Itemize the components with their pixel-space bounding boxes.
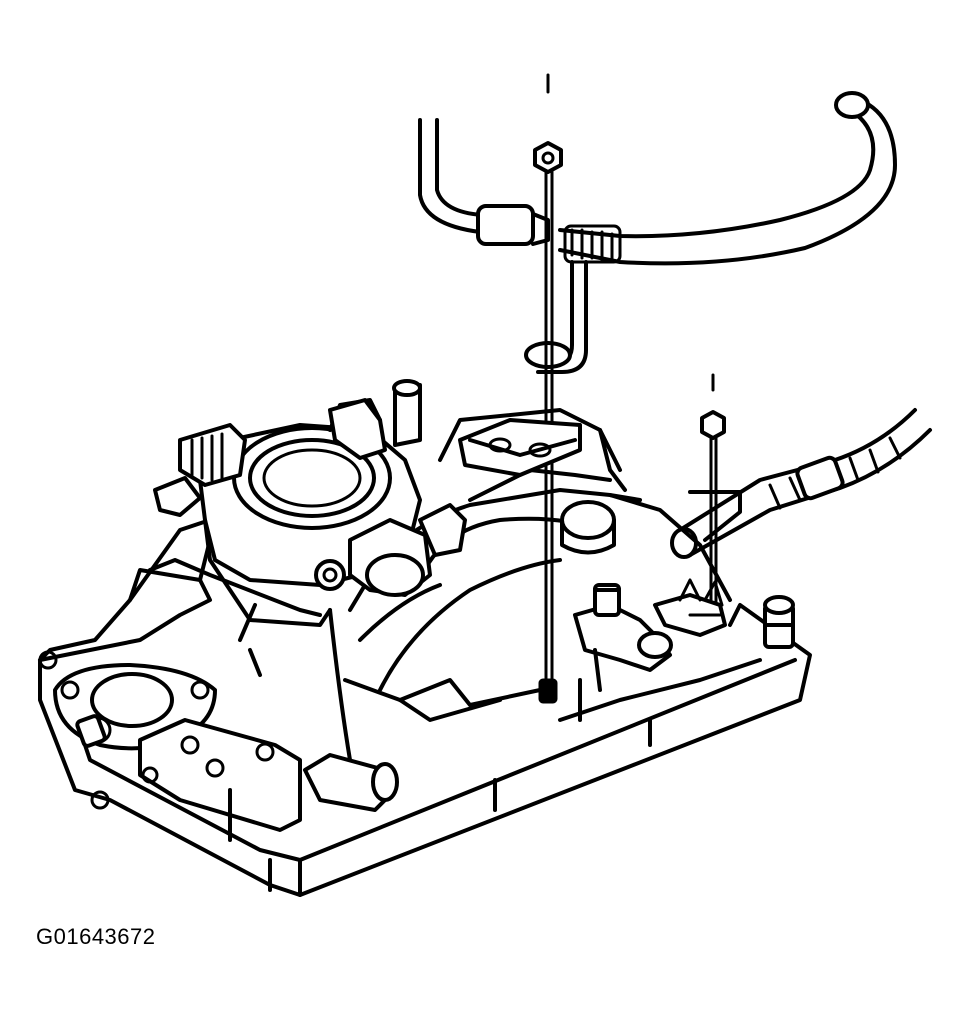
egr-pad [138,718,302,842]
linkage-bracket [573,578,727,722]
water-outlet-pipe [303,753,399,812]
manifold-boss [560,500,616,555]
pcv-port [328,379,422,460]
hose-clamp-spring [563,224,622,264]
right-plug [763,595,795,649]
manifold-top-pad [458,418,582,477]
figure-code: G01643672 [36,924,156,949]
vacuum-hose-right [670,408,932,559]
left-small-fitting [75,714,107,748]
center-stud-nut [533,73,563,704]
front-elbow-fitting [314,503,467,597]
throttle-sensor-left [153,423,247,517]
vacuum-hose-upper [418,91,897,374]
